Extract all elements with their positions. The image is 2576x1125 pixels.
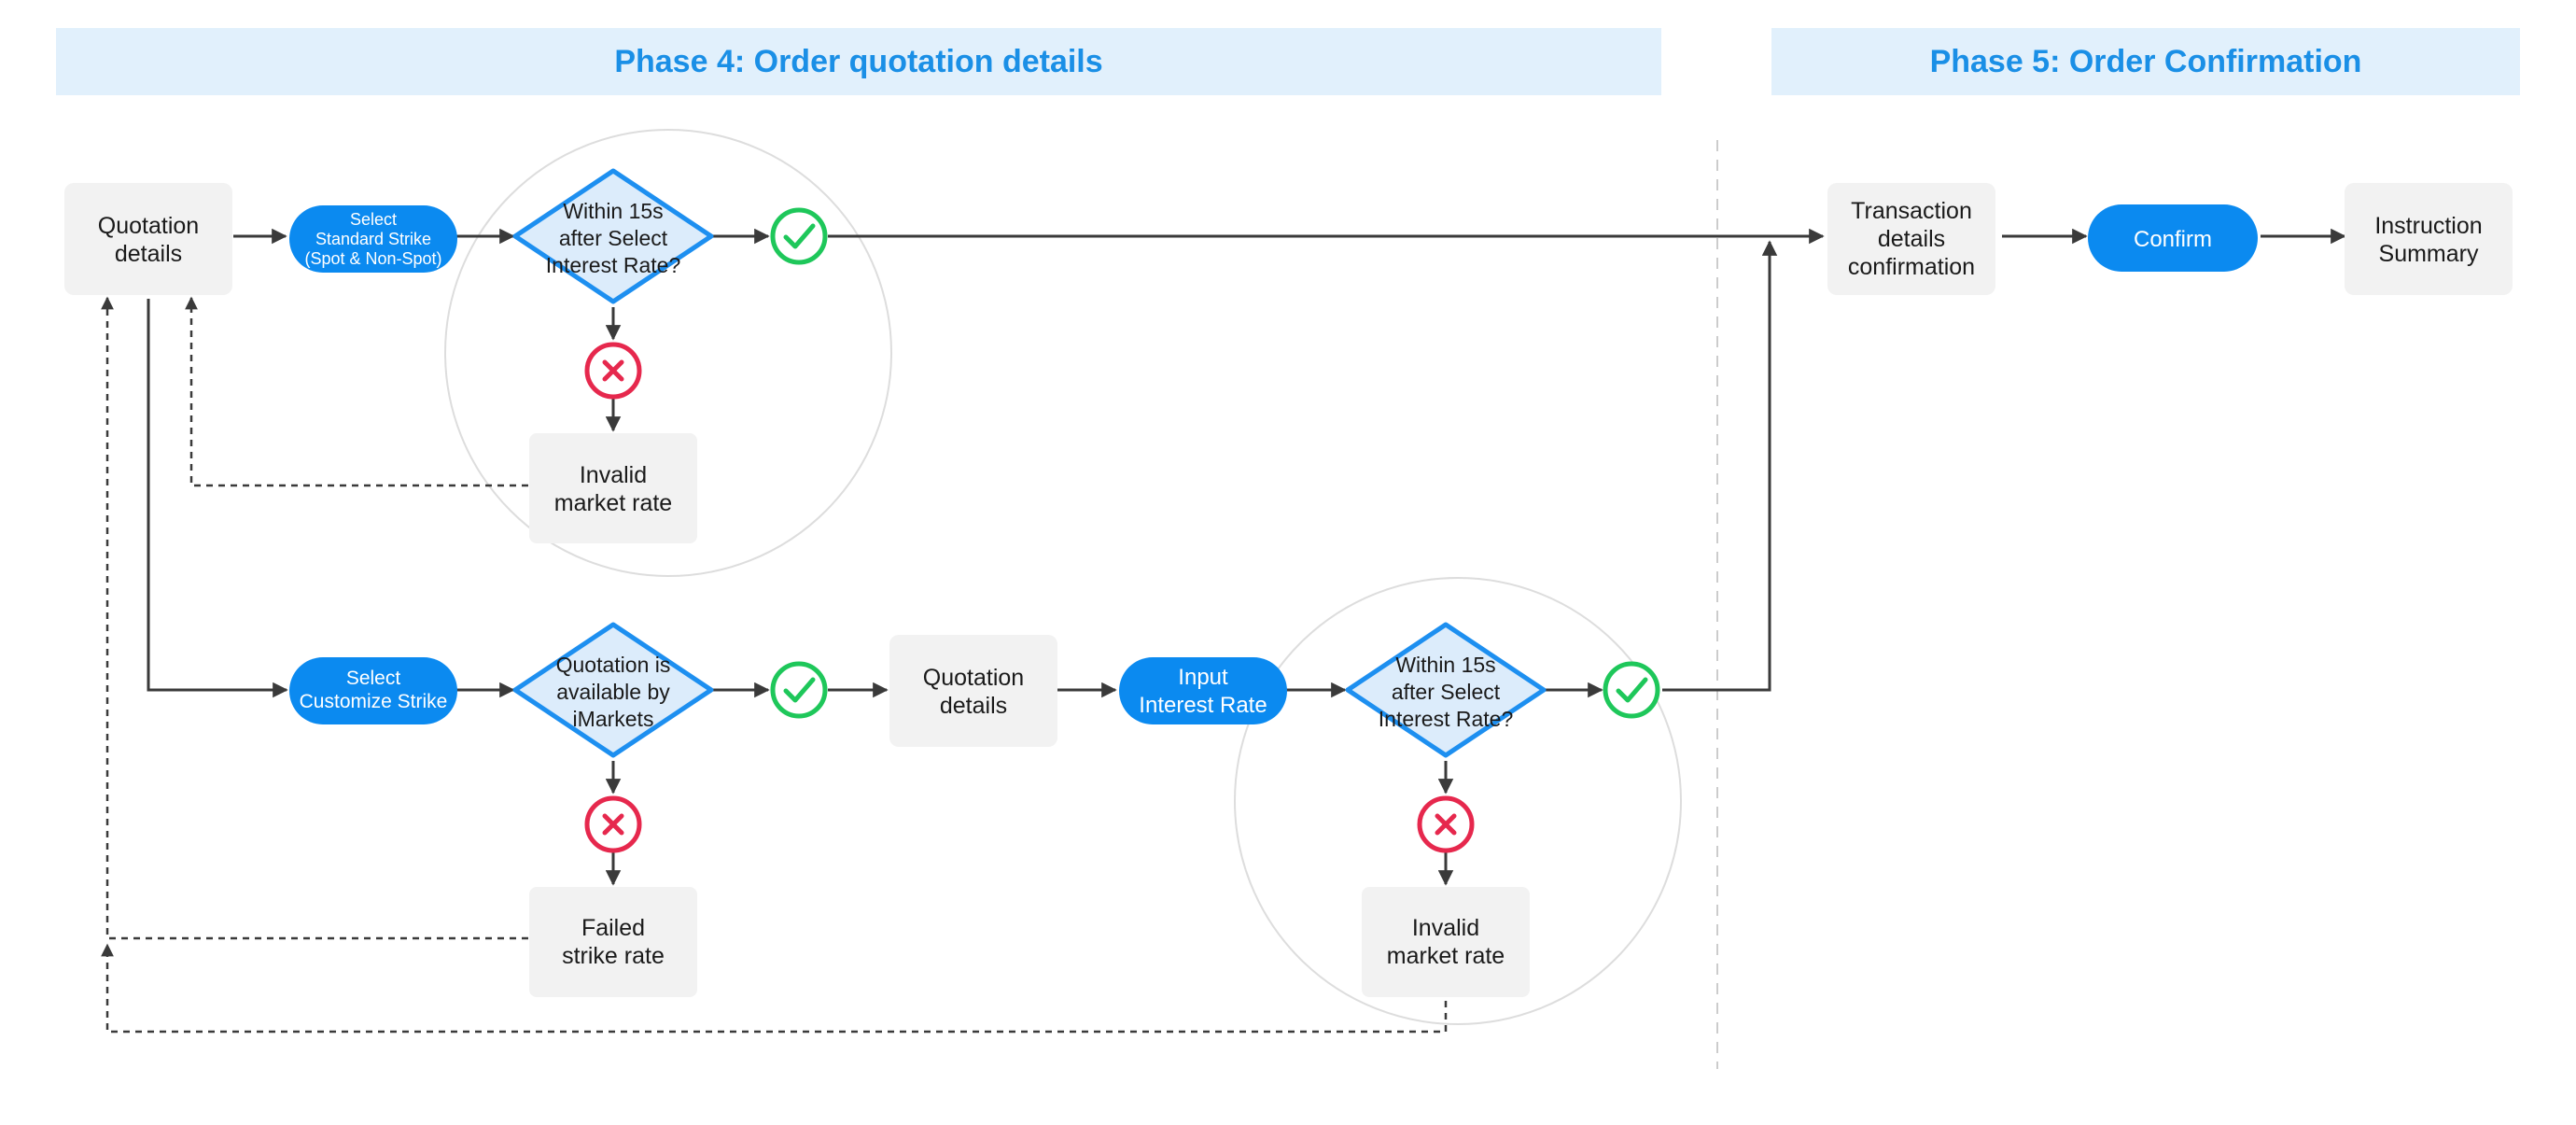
quotation-details-1-line-1: Quotation [98, 213, 199, 239]
quotation-details-2-line-1: Quotation [923, 665, 1024, 691]
instruction-summary-line-1: Instruction [2374, 213, 2482, 239]
select-customize-strike-line-1: Select [346, 668, 401, 689]
phase4-header-band [56, 28, 1661, 95]
check-circle-icon [770, 207, 828, 265]
confirm-label: Confirm [2134, 227, 2212, 252]
svg-text:Quotation: Quotation [98, 213, 199, 239]
within-15s-lower-line-2: after Select [1392, 680, 1501, 704]
input-interest-rate-line-1: Input [1178, 665, 1228, 690]
quotation-details-2-line-2: details [940, 693, 1007, 719]
phase4-title: Phase 4: Order quotation details [614, 44, 1102, 79]
failed-strike-rate-line-2: strike rate [562, 943, 665, 969]
quotation-details-box-1 [64, 183, 232, 295]
invalid-market-rate-box-1 [529, 433, 697, 543]
select-customize-strike-line-2: Customize Strike [300, 691, 448, 712]
phase5-header-band [1771, 28, 2520, 95]
select-standard-strike-line-3: (Spot & Non-Spot) [304, 249, 441, 268]
select-customize-strike-button[interactable] [289, 657, 457, 724]
quotation-details-1-line-2: details [115, 241, 182, 267]
invalid-rate-1-line-1: Invalid [580, 462, 647, 488]
quotation-available-line-1: Quotation is [556, 653, 671, 677]
invalid-rate-2-line-1: Invalid [1412, 915, 1479, 941]
phase5-title: Phase 5: Order Confirmation [1930, 44, 2362, 79]
select-standard-strike-line-2: Standard Strike [315, 230, 431, 248]
invalid-rate-2-line-2: market rate [1387, 943, 1505, 969]
transaction-confirmation-line-3: confirmation [1848, 254, 1975, 280]
quotation-available-line-2: available by [556, 680, 670, 704]
connectors [147, 228, 2346, 886]
decision-within-15s-upper [512, 168, 714, 304]
cross-circle-icon [584, 342, 642, 400]
within-15s-lower-line-3: Interest Rate? [1379, 707, 1513, 731]
transaction-confirmation-line-2: details [1878, 226, 1945, 252]
select-standard-strike-button[interactable] [289, 205, 457, 273]
check-circle-icon [770, 661, 828, 719]
input-interest-rate-line-2: Interest Rate [1139, 693, 1267, 718]
decision-within-15s-lower [1345, 622, 1547, 758]
failed-strike-rate-line-1: Failed [581, 915, 645, 941]
instruction-summary-box [2345, 183, 2513, 295]
instruction-summary-line-2: Summary [2379, 241, 2479, 267]
quotation-available-line-3: iMarkets [573, 707, 654, 731]
invalid-rate-1-line-2: market rate [554, 490, 672, 516]
return-paths [101, 296, 1448, 1034]
transaction-confirmation-box [1827, 183, 1995, 295]
transaction-confirmation-line-1: Transaction [1851, 198, 1972, 224]
within-15s-upper-line-2: after Select [559, 226, 668, 250]
svg-text:details: details [115, 241, 182, 267]
select-standard-strike-line-1: Select [350, 210, 397, 229]
failed-strike-rate-box [529, 887, 697, 997]
within-15s-upper-line-1: Within 15s [563, 199, 663, 223]
confirm-button[interactable] [2088, 204, 2258, 272]
cross-circle-icon [584, 795, 642, 853]
cross-circle-icon [1417, 795, 1475, 853]
decision-quotation-available [512, 622, 714, 758]
check-circle-icon [1603, 661, 1660, 719]
within-15s-lower-line-1: Within 15s [1395, 653, 1495, 677]
invalid-market-rate-box-2 [1362, 887, 1530, 997]
quotation-details-box-2 [889, 635, 1057, 747]
within-15s-upper-line-3: Interest Rate? [546, 253, 680, 277]
input-interest-rate-button[interactable] [1119, 657, 1287, 724]
